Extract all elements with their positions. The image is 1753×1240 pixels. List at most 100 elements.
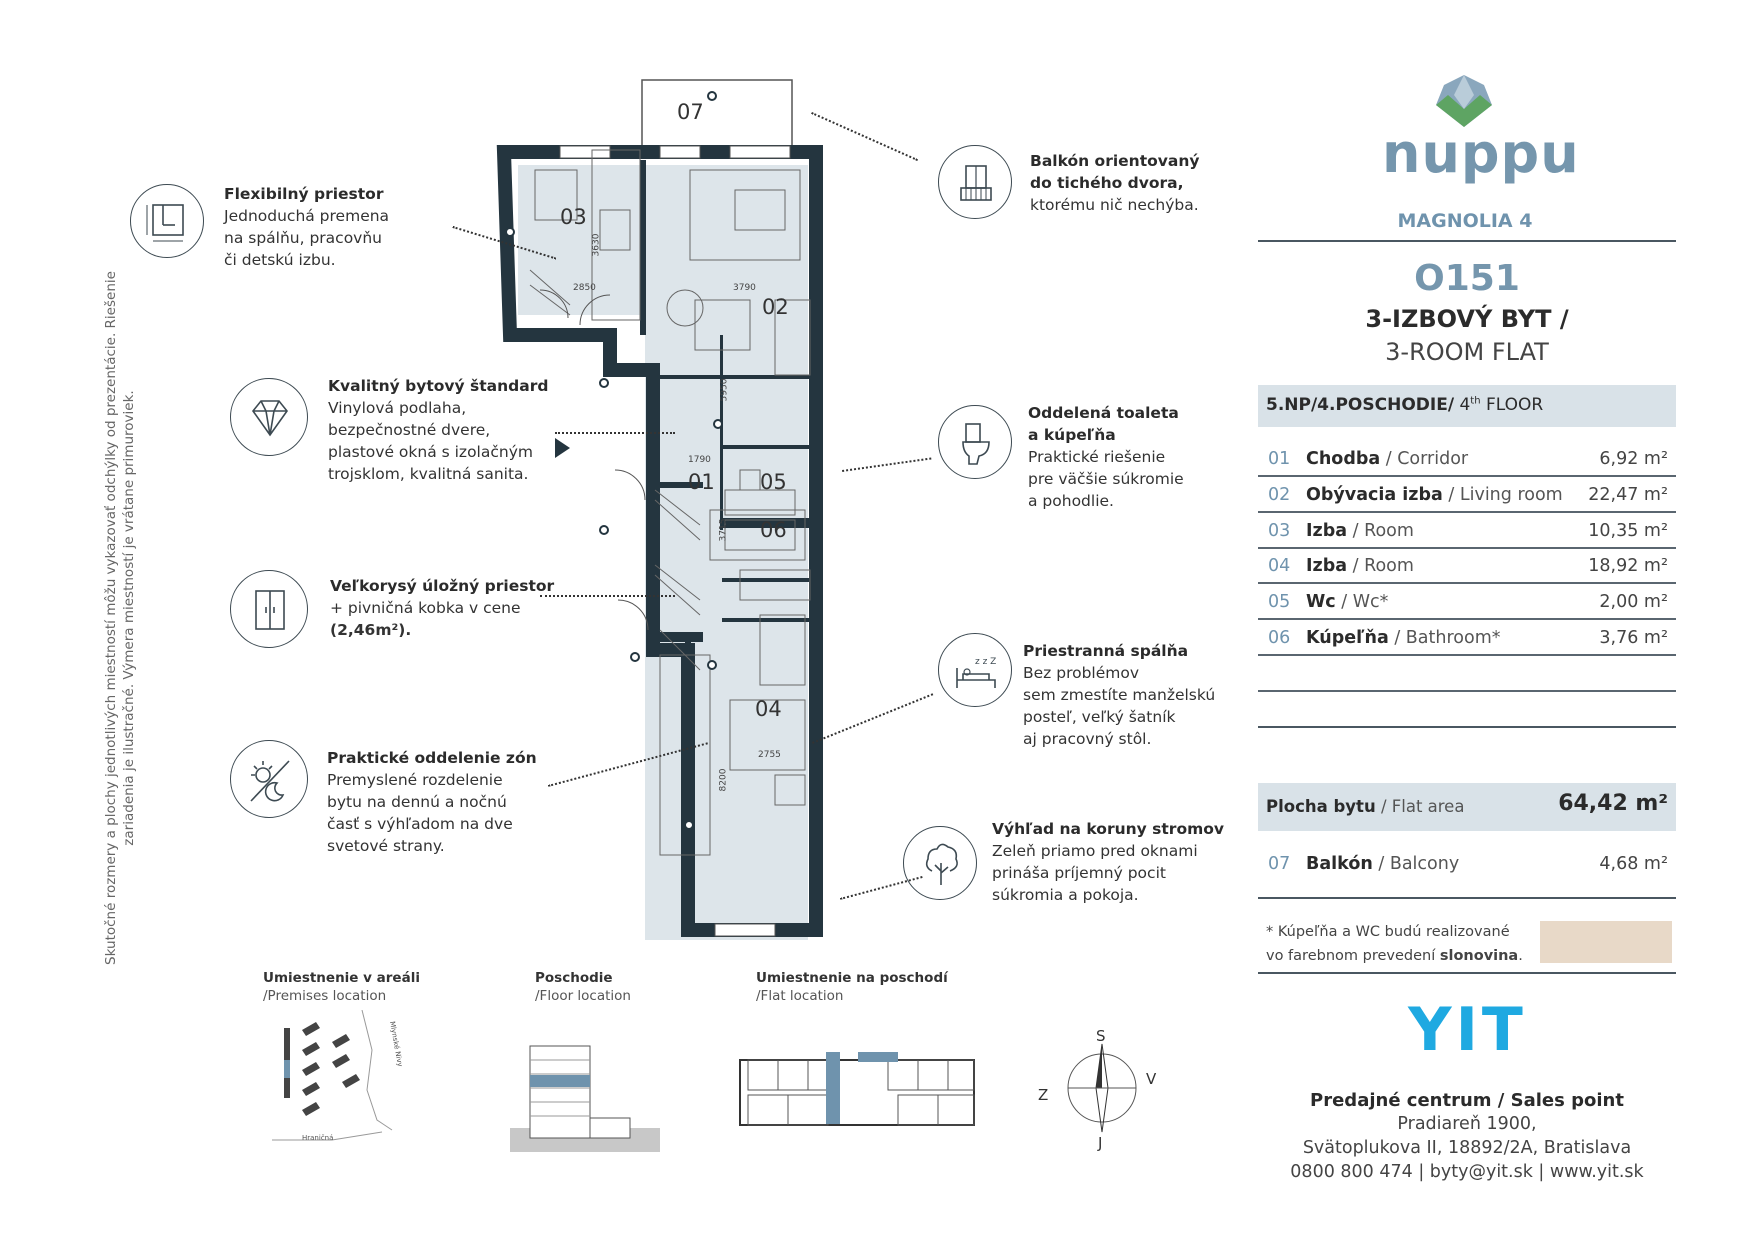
feature-line: plastové okná s izolačným [328,443,533,461]
room-label-03: 03 [560,205,587,229]
note-period: . [1518,948,1523,964]
feature-line: bezpečnostné dvere, [328,421,491,439]
flat-location-diagram [739,1052,975,1126]
compass-west: Z [1038,1086,1049,1104]
room-number: 05 [1268,592,1291,612]
compass-north: S [1096,1027,1106,1045]
room-label-01: 01 [688,470,715,494]
location-title: Umiestnenie v areáli [263,970,420,986]
feature-line: sem zmestíte manželskú [1023,686,1216,704]
divider [1258,240,1676,242]
color-swatch [1540,921,1672,963]
wardrobe-icon [230,570,308,648]
location-subtitle: /Premises location [263,988,387,1004]
room-number: 07 [1268,854,1291,874]
unit-type-sk: 3-IZBOVÝ BYT / [1365,305,1569,333]
room-name-en: / Corridor [1380,449,1469,469]
feature-line: či detskú izbu. [224,251,336,269]
flat-area-band: Plocha bytu / Flat area 64,42 m² [1258,783,1676,831]
feature-line: ktorému nič nechýba. [1030,196,1199,214]
unit-type-en: 3-ROOM FLAT [1385,338,1549,366]
flat-area-value: 64,42 m² [1558,791,1668,816]
feature-line: svetové strany. [327,837,445,855]
note-line: vo farebnom prevedení [1266,948,1440,964]
feature-line: Praktické riešenie [1028,448,1166,466]
premises-map [272,1010,393,1141]
feature-title: a kúpeľňa [1028,426,1116,444]
feature-line: (2,46m²). [330,621,412,639]
room-number: 01 [1268,449,1291,469]
room-label-04: 04 [755,697,782,721]
feature-line: Zeleň priamo pred oknami [992,842,1198,860]
floorplan-icon [130,184,204,258]
room-name-sk: Kúpeľňa [1306,628,1389,648]
balcony-area [641,79,793,153]
sales-address-1: Pradiareň 1900, [1397,1114,1537,1134]
floor-band: 5.NP/4.POSCHODIE/ 4th FLOOR [1258,385,1676,427]
room-area: 6,92 m² [1599,449,1668,469]
flat-area-label: Plocha bytu / Flat area [1266,797,1464,816]
floor-sk: 5.NP/4.POSCHODIE/ [1266,395,1455,415]
floor-plan [496,79,823,940]
feature-quality: Kvalitný bytový štandard Vinylová podlah… [328,375,548,485]
location-subtitle: /Floor location [535,988,631,1004]
room-name-en: / Room [1347,521,1414,541]
compass-south: J [1098,1134,1103,1152]
room-name-sk: Balkón [1306,854,1373,874]
feature-title: Veľkorysý úložný priestor [330,577,555,595]
dim-label: 3715 [718,518,729,542]
feature-storage: Veľkorysý úložný priestor + pivničná kob… [330,575,554,641]
feature-line: Vinylová podlaha, [328,399,467,417]
feature-line: Premyslené rozdelenie [327,771,503,789]
sales-contact[interactable]: 0800 800 474 | byty@yit.sk | www.yit.sk [1290,1162,1644,1182]
room-name-en: / Wc* [1335,592,1389,612]
room-label-05: 05 [760,470,787,494]
room-area: 10,35 m² [1588,521,1668,541]
feature-line: trojsklom, kvalitná sanita. [328,465,529,483]
floor-ordinal: 4 [1459,395,1471,415]
feature-title: Kvalitný bytový štandard [328,377,549,395]
street-label: Hraničná [302,1134,334,1142]
leader-line [540,595,675,597]
divider [1258,972,1676,974]
room-name-en: / Living room [1442,485,1563,505]
side-disclaimer: Skutočné rozmery a plochy jednotlivých m… [103,271,137,965]
room-area: 2,00 m² [1599,592,1668,612]
room-name-sk: Chodba [1306,449,1381,469]
sales-address-2: Svätoplukova II, 18892/2A, Bratislava [1302,1138,1632,1158]
floor-en: FLOOR [1480,395,1544,415]
room-label-02: 02 [762,295,789,319]
flat-area-en: / Flat area [1375,797,1465,816]
feature-line: časť s výhľadom na dve [327,815,513,833]
room-name-sk: Izba [1306,521,1348,541]
feature-line: Bez problémov [1023,664,1140,682]
dim-label: 8200 [718,768,729,792]
room-number: 06 [1268,628,1291,648]
tree-icon [903,826,977,900]
room-label-07: 07 [677,100,704,124]
feature-line: prináša príjemný pocit [992,864,1166,882]
room-number: 02 [1268,485,1291,505]
room-row: 03 Izba / Room 10,35 m² [1258,515,1676,549]
feature-zones: Praktické oddelenie zón Premyslené rozde… [327,747,537,857]
feature-line: bytu na dennú a nočnú [327,793,507,811]
location-title: Poschodie [535,970,613,986]
leader-line [555,432,675,434]
note-color-name: slonovina [1439,948,1519,964]
unit-code: O151 [1414,258,1520,299]
location-title: Umiestnenie na poschodí [756,970,948,986]
compass-icon [1067,1043,1137,1133]
svg-text:z z Z: z z Z [975,657,996,667]
room-number: 03 [1268,521,1291,541]
feature-title: Flexibilný priestor [224,185,384,203]
feature-title: do tichého dvora, [1030,174,1184,192]
location-subtitle: /Flat location [756,988,844,1004]
room-name-sk: Obývacia izba [1306,485,1443,505]
room-area: 22,47 m² [1588,485,1668,505]
dim-label: 5950 [719,378,730,402]
feature-view: Výhľad na koruny stromov Zeleň priamo pr… [992,818,1224,906]
feature-title: Balkón orientovaný [1030,152,1200,170]
